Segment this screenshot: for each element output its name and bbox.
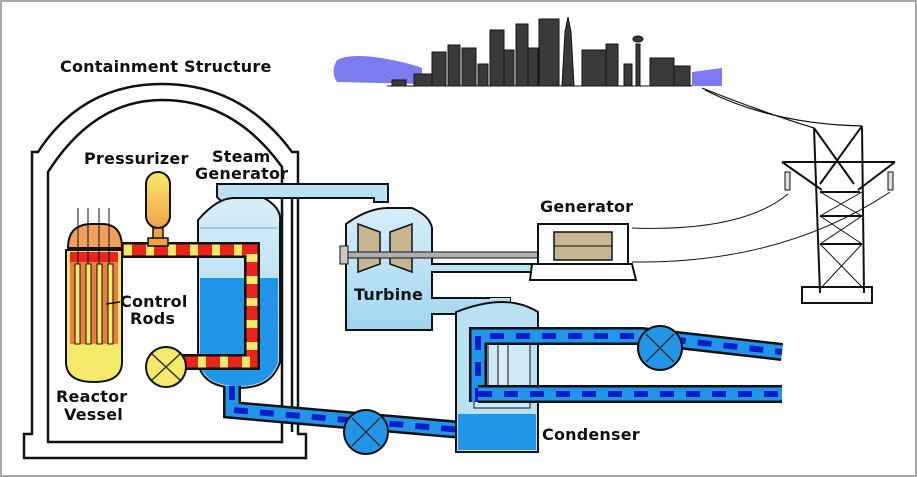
city-water-right [692, 68, 722, 86]
city-water [333, 56, 422, 84]
cooling-water-loop [469, 325, 784, 403]
label-steam-generator-2: Generator [195, 164, 288, 183]
coolant-pump [145, 346, 187, 388]
transmission-tower [631, 87, 896, 304]
label-containment-structure: Containment Structure [60, 57, 272, 76]
label-control-rods-2: Rods [130, 309, 175, 328]
primary-loop [102, 242, 260, 370]
label-control-rods-1: Control [120, 292, 188, 311]
label-reactor-vessel-1: Reactor [56, 387, 127, 406]
feedwater-pipe [223, 386, 463, 455]
label-turbine: Turbine [354, 285, 423, 304]
label-condenser: Condenser [542, 425, 640, 444]
label-pressurizer: Pressurizer [84, 149, 189, 168]
label-reactor-vessel-2: Vessel [64, 405, 123, 424]
containment-structure [22, 82, 308, 460]
reactor-vessel [65, 208, 124, 384]
label-steam-generator-1: Steam [212, 147, 271, 166]
pressurizer [145, 171, 171, 247]
label-generator: Generator [540, 197, 633, 216]
generator [528, 223, 638, 281]
condenser [455, 300, 539, 453]
control-rods-leader [105, 301, 121, 305]
city-skyline [333, 16, 722, 87]
